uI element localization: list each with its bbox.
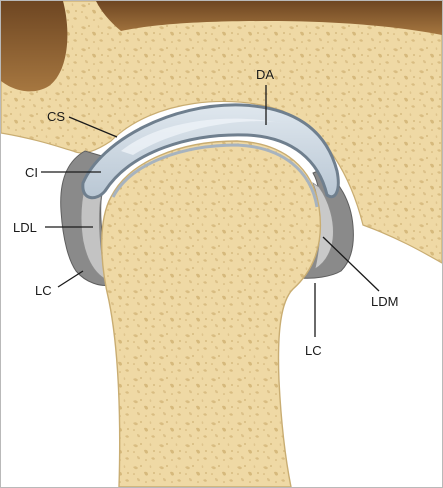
label-ldl: LDL <box>13 220 37 235</box>
label-lc-right: LC <box>305 343 322 358</box>
label-ci: CI <box>25 165 38 180</box>
label-lc-left: LC <box>35 283 52 298</box>
leader-lc-left <box>58 271 83 287</box>
label-ldm: LDM <box>371 294 398 309</box>
label-da: DA <box>256 67 274 82</box>
mandibular-condyle <box>102 141 321 487</box>
label-cs: CS <box>47 109 65 124</box>
